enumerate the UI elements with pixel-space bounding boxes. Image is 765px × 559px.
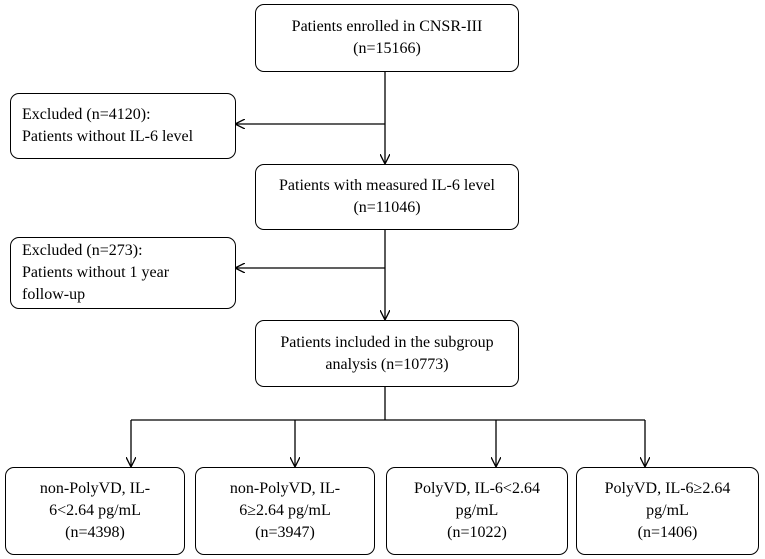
excluded2-line-3: follow-up <box>22 286 86 303</box>
enrolled-box: Patients enrolled in CNSR-III (n=15166) <box>255 4 519 72</box>
group1-line-1: non-PolyVD, IL- <box>39 480 151 497</box>
group3-line-3: (n=1022) <box>447 524 507 541</box>
included-line-1: Patients included in the subgroup <box>280 333 494 351</box>
group2-box: non-PolyVD, IL- 6≥2.64 pg/mL (n=3947) <box>195 467 375 555</box>
group2-line-1: non-PolyVD, IL- <box>229 480 341 497</box>
group1-box: non-PolyVD, IL- 6<2.64 pg/mL (n=4398) <box>5 467 185 555</box>
excluded2-line-2: Patients without 1 year <box>22 264 170 281</box>
excluded1-line-1: Excluded (n=4120): <box>22 106 151 123</box>
included-line-2: analysis (n=10773) <box>325 355 449 373</box>
excluded2-box: Excluded (n=273): Patients without 1 yea… <box>10 237 236 309</box>
enrolled-line-2: (n=15166) <box>353 40 421 57</box>
group4-line-2: pg/mL <box>646 502 689 519</box>
enrolled-line-1: Patients enrolled in CNSR-III <box>291 18 483 35</box>
measured-box: Patients with measured IL-6 level (n=110… <box>255 164 519 230</box>
group2-line-3: (n=3947) <box>255 524 315 541</box>
group4-line-1: PolyVD, IL-6≥2.64 <box>604 480 731 497</box>
group1-line-2: 6<2.64 pg/mL <box>49 502 141 519</box>
group3-line-2: pg/mL <box>455 502 499 519</box>
group3-box: PolyVD, IL-6<2.64 pg/mL (n=1022) <box>386 467 568 555</box>
group1-line-3: (n=4398) <box>65 524 125 541</box>
group3-line-1: PolyVD, IL-6<2.64 <box>414 480 540 497</box>
measured-line-2: (n=11046) <box>353 199 421 216</box>
excluded1-line-2: Patients without IL-6 level <box>22 128 194 145</box>
measured-line-1: Patients with measured IL-6 level <box>279 177 495 194</box>
group4-box: PolyVD, IL-6≥2.64 pg/mL (n=1406) <box>576 467 759 555</box>
included-box: Patients included in the subgroup analys… <box>255 320 519 387</box>
group4-line-3: (n=1406) <box>637 524 698 541</box>
excluded1-box: Excluded (n=4120): Patients without IL-6… <box>10 93 236 159</box>
group2-line-2: 6≥2.64 pg/mL <box>239 502 331 519</box>
excluded2-line-1: Excluded (n=273): <box>22 242 143 259</box>
